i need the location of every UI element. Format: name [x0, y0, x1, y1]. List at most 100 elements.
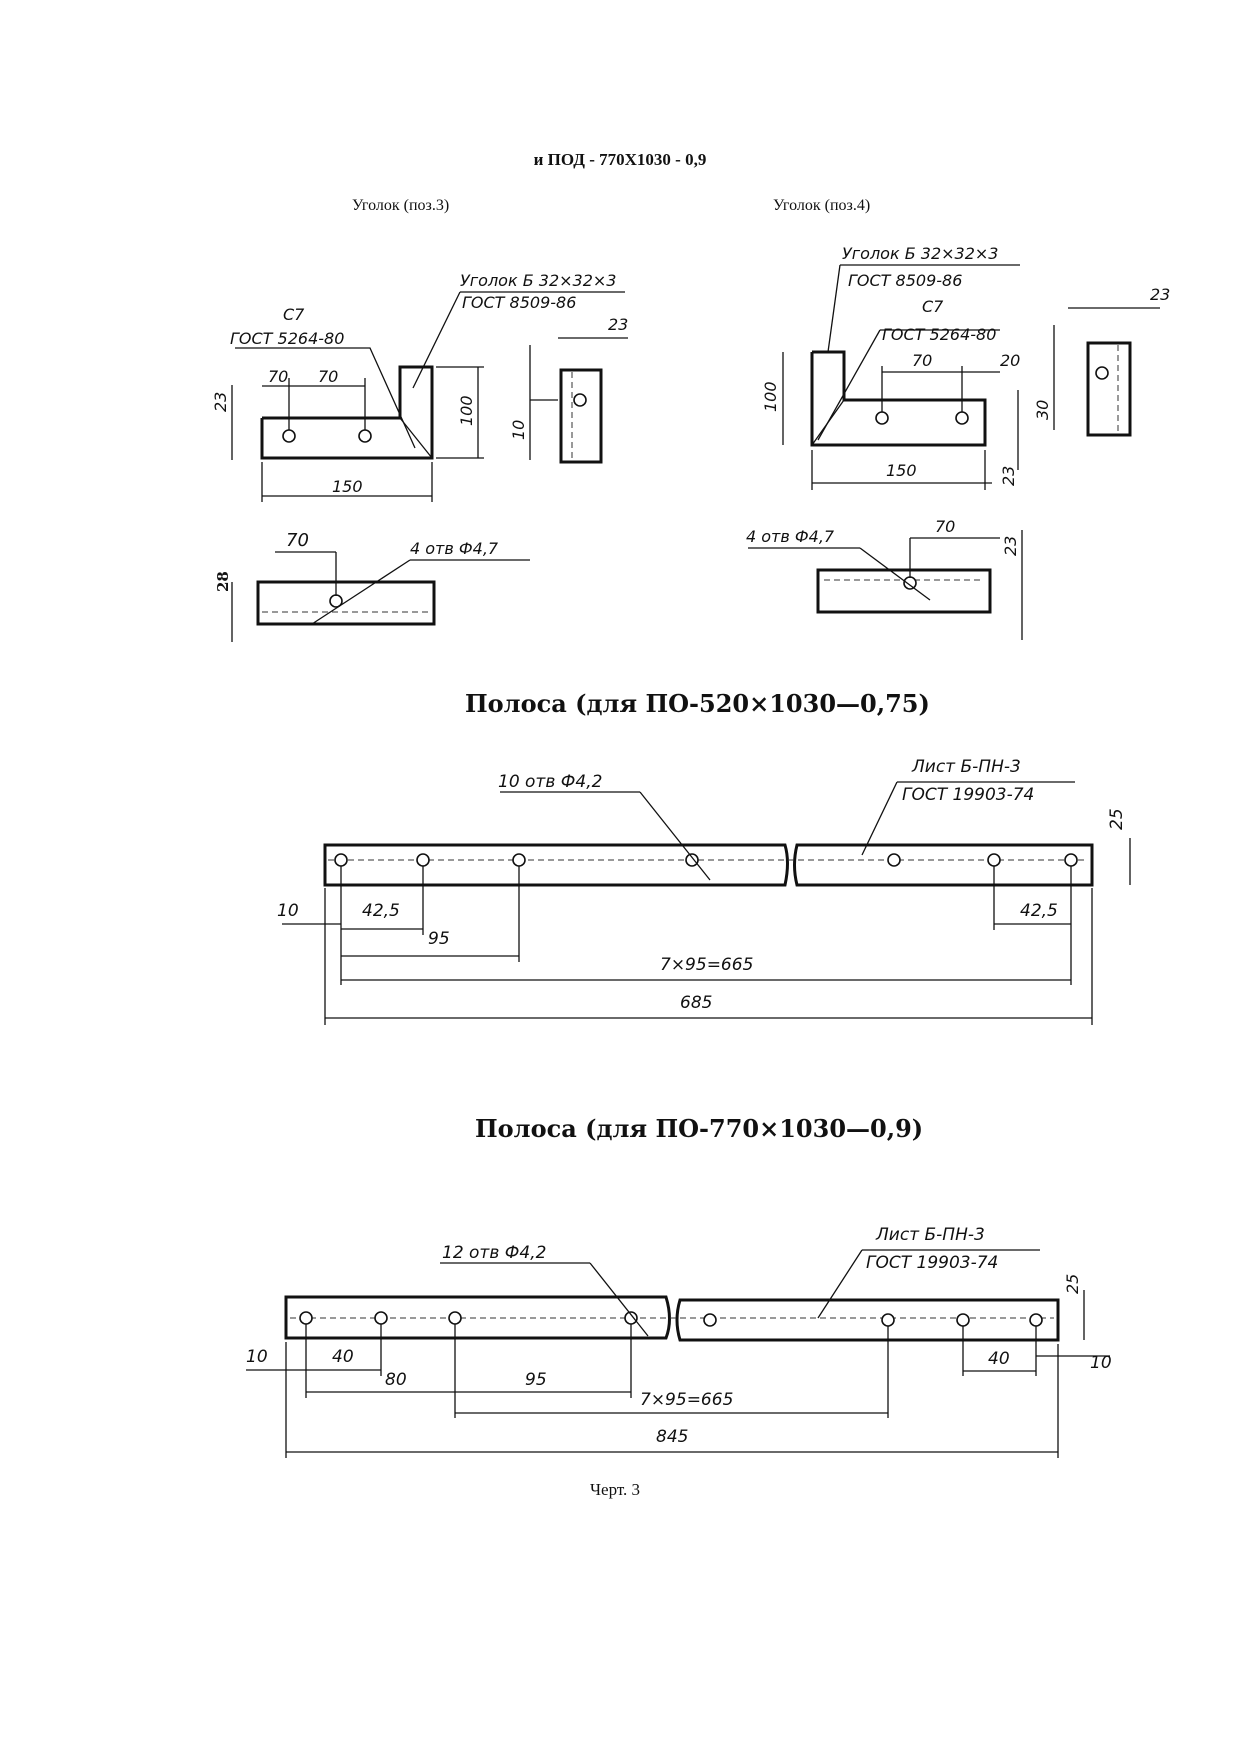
- angle4-material-1: Уголок Б 32×32×3: [842, 244, 998, 263]
- strip1-dim-425-right-label: 42,5: [1020, 901, 1058, 921]
- angle4-side-view: [1086, 341, 1132, 437]
- strip1-note-leader: [639, 791, 711, 881]
- strip1-hole-3: [512, 853, 526, 867]
- angle3-dim-g: 10: [509, 420, 528, 440]
- strip2-dim-25: 25: [1063, 1274, 1082, 1294]
- angle3-side-view: [559, 368, 603, 464]
- angle4-material-2: ГОСТ 8509-86: [848, 271, 962, 290]
- strip2-title: Полоса (для ПО-770×1030—0,9): [475, 1114, 923, 1143]
- angle4-dim-i: 23: [1001, 536, 1020, 556]
- strip2-material-1: Лист Б-ПН-3: [875, 1225, 985, 1245]
- strip1-dim-685-label: 685: [680, 993, 712, 1013]
- angle3-drawing: Уголок Б 32×32×3 ГОСТ 8509-86 С7 ГОСТ 52…: [211, 271, 628, 642]
- angle3-steel-leader: [235, 347, 416, 449]
- angle3-plan-leader: [311, 559, 411, 625]
- strip1-hole-2: [416, 853, 430, 867]
- strip1-hole-7: [1064, 853, 1078, 867]
- angle4-dim-h: 70: [935, 517, 955, 536]
- angle4-profile: [810, 350, 987, 447]
- strip2-hole-6: [881, 1313, 895, 1327]
- angle4-dim-c: 20: [1000, 351, 1020, 370]
- strip2-hole-5: [703, 1313, 717, 1327]
- angle4-dim-e: 150: [886, 461, 917, 480]
- angle3-material-2: ГОСТ 8509-86: [462, 293, 576, 312]
- angle3-hole-1: [282, 429, 296, 443]
- angle3-material-leader: [412, 291, 461, 389]
- strip1-left-part: [323, 843, 789, 887]
- angle3-dim-e: 150: [332, 477, 363, 496]
- angle3-dim-c: 23: [608, 315, 628, 334]
- strip2-hole-1: [299, 1311, 313, 1325]
- angle4-dim-b: 70: [912, 351, 932, 370]
- strip2-hole-8: [1029, 1313, 1043, 1327]
- strip1-dim-25: 25: [1107, 808, 1127, 830]
- strip1-hole-1: [334, 853, 348, 867]
- angle3-plan-view: [256, 580, 436, 626]
- strip1-dim-665-label: 7×95=665: [660, 955, 753, 975]
- angle4-title: Уголок (поз.4): [773, 197, 871, 214]
- strip2-hole-7: [956, 1313, 970, 1327]
- angle3-dim-h: 70: [286, 530, 309, 551]
- angle3-title: Уголок (поз.3): [352, 197, 450, 214]
- strip1-drawing: 10 отв Ф4,2 Лист Б-ПН-3 ГОСТ 19903-74 25…: [277, 757, 1131, 1025]
- drawing-caption: Черт. 3: [590, 1480, 641, 1499]
- strip1-right-part: [793, 843, 1094, 887]
- angle3-hole-2: [358, 429, 372, 443]
- angle4-side-hole: [1095, 366, 1109, 380]
- angle4-drawing: Уголок Б 32×32×3 ГОСТ 8509-86 С7 ГОСТ 52…: [746, 244, 1170, 640]
- angle3-dim-f: 23: [211, 392, 230, 412]
- strip1-hole-5: [887, 853, 901, 867]
- strip2-dim-40-right-label: 40: [988, 1349, 1010, 1369]
- strip1-title: Полоса (для ПО-520×1030—0,75): [465, 689, 930, 718]
- strip2-material-2: ГОСТ 19903-74: [866, 1253, 998, 1273]
- angle4-holes-note: 4 отв Ф4,7: [746, 527, 835, 546]
- angle3-dim-b: 70: [318, 367, 338, 386]
- strip2-dim-10-left-label: 10: [246, 1347, 268, 1367]
- strip1-dim-95-label: 95: [428, 929, 450, 949]
- strip2-dim-95-label: 95: [525, 1370, 547, 1390]
- angle3-steel-2: ГОСТ 5264-80: [230, 329, 344, 348]
- strip1-material-2: ГОСТ 19903-74: [902, 785, 1034, 805]
- strip1-material-1: Лист Б-ПН-3: [911, 757, 1021, 777]
- strip2-material-leader: [817, 1249, 863, 1319]
- strip1-hole-4: [685, 853, 699, 867]
- angle3-dim-a: 70: [268, 367, 288, 386]
- strip2-hole-3: [448, 1311, 462, 1325]
- strip2-note-leader: [589, 1262, 649, 1337]
- angle3-dim-i: 28: [214, 571, 232, 592]
- angle4-hole-1: [875, 411, 889, 425]
- strip2-hole-2: [374, 1311, 388, 1325]
- angle3-side-hole: [573, 393, 587, 407]
- strip2-right-part: [675, 1298, 1060, 1342]
- angle4-hole-2: [955, 411, 969, 425]
- strip2-dim-80-label: 80: [385, 1370, 407, 1390]
- strip2-holes-note: 12 отв Ф4,2: [442, 1243, 546, 1263]
- angle4-steel-2: ГОСТ 5264-80: [882, 325, 996, 344]
- angle4-plan-view: [816, 568, 992, 614]
- angle3-weld-line: [399, 417, 433, 459]
- angle4-dim-f: 23: [999, 466, 1018, 486]
- angle4-dim-g: 30: [1033, 400, 1052, 420]
- angle3-material-1: Уголок Б 32×32×3: [460, 271, 616, 290]
- strip2-drawing: 12 отв Ф4,2 Лист Б-ПН-3 ГОСТ 19903-74 25…: [246, 1225, 1112, 1458]
- strip2-left-part: [284, 1295, 671, 1340]
- strip1-holes-note: 10 отв Ф4,2: [498, 772, 602, 792]
- strip1-dim-10-label: 10: [277, 901, 299, 921]
- strip2-dim-665-label: 7×95=665: [640, 1390, 733, 1410]
- angle3-holes-note: 4 отв Ф4,7: [410, 539, 499, 558]
- strip2-dim-10-right-label: 10: [1090, 1353, 1112, 1373]
- angle3-dim-d: 100: [457, 395, 476, 426]
- strip1-material-leader: [861, 781, 898, 856]
- strip1-hole-6: [987, 853, 1001, 867]
- angle4-material-leader: [827, 264, 841, 353]
- angle4-plan-hole: [903, 576, 917, 590]
- angle4-dim-a: 23: [1150, 285, 1170, 304]
- angle3-steel-1: С7: [283, 305, 305, 324]
- strip2-dim-845-label: 845: [656, 1427, 688, 1447]
- angle4-steel-1: С7: [922, 297, 944, 316]
- page-header-title: и ПОД - 770Х1030 - 0,9: [533, 150, 707, 169]
- angle4-dim-d: 100: [761, 381, 780, 412]
- strip2-dim-40-left-label: 40: [332, 1347, 354, 1367]
- strip1-dim-425-left-label: 42,5: [362, 901, 400, 921]
